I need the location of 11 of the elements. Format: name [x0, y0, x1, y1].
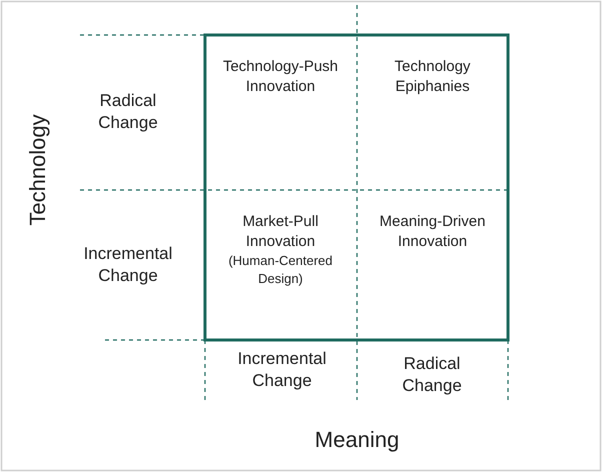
row-label: Radical Change: [97, 90, 159, 134]
row-label: Incremental Change: [82, 243, 174, 287]
axis-title: Technology: [27, 113, 49, 228]
quadrant-note: (Human-Centered Design): [227, 252, 334, 288]
quadrant-title: Meaning-Driven Innovation: [378, 212, 486, 252]
axis-title: Meaning: [314, 429, 400, 451]
quadrant-title: Technology-Push Innovation: [222, 57, 340, 97]
quadrant-title: Market-Pull Innovation: [242, 212, 320, 252]
column-label: Radical Change: [401, 353, 463, 397]
quadrant-title: Technology Epiphanies: [394, 57, 472, 97]
column-label: Incremental Change: [236, 348, 328, 392]
